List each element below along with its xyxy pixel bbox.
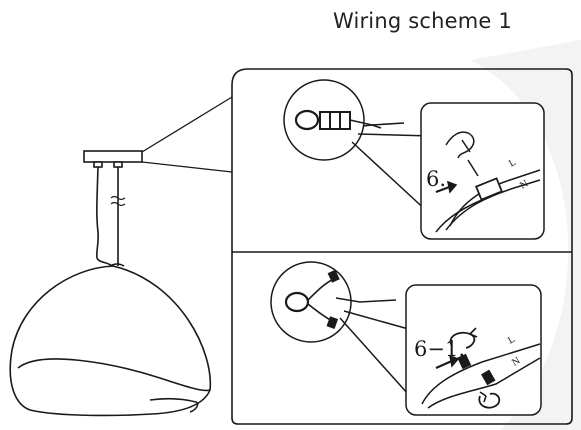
wire-label-N-bottom: N [511,356,523,369]
step-label-top: 6. [426,167,446,191]
power-cord [95,166,113,267]
pendant-lamp [9,150,212,417]
hand-icon [445,131,479,177]
wire-label-L-top: L [508,158,518,170]
diagram-title: Wiring scheme 1 [332,9,512,33]
step-6-group [283,79,545,240]
wire-label-N-top: N [519,179,531,192]
step-6-1-group [270,261,542,416]
callout-lines [141,96,233,173]
lamp-shade [9,265,212,417]
ceiling-canopy [83,150,143,163]
inset-box-bottom [405,284,542,416]
wire-label-L-bottom: L [507,335,517,347]
zoom-circle-bottom [270,261,352,343]
detail-panel [231,68,573,425]
step-label-bottom: 6−1. [414,337,465,361]
watermark-arc [470,40,581,430]
